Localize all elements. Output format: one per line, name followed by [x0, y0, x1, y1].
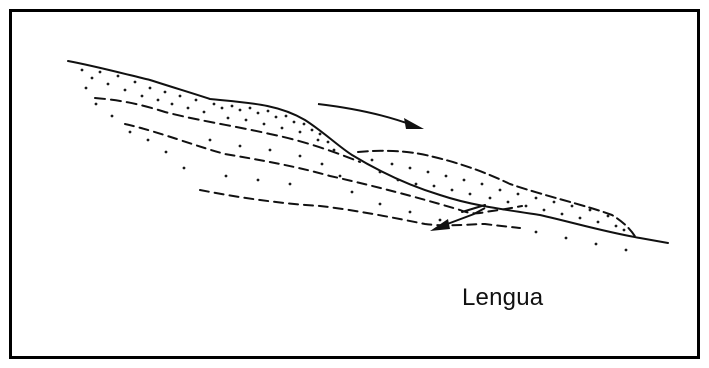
lower-movement-arrow [430, 208, 485, 231]
tongue-label: Lengua [462, 284, 543, 312]
upper-movement-arrow [318, 104, 424, 129]
